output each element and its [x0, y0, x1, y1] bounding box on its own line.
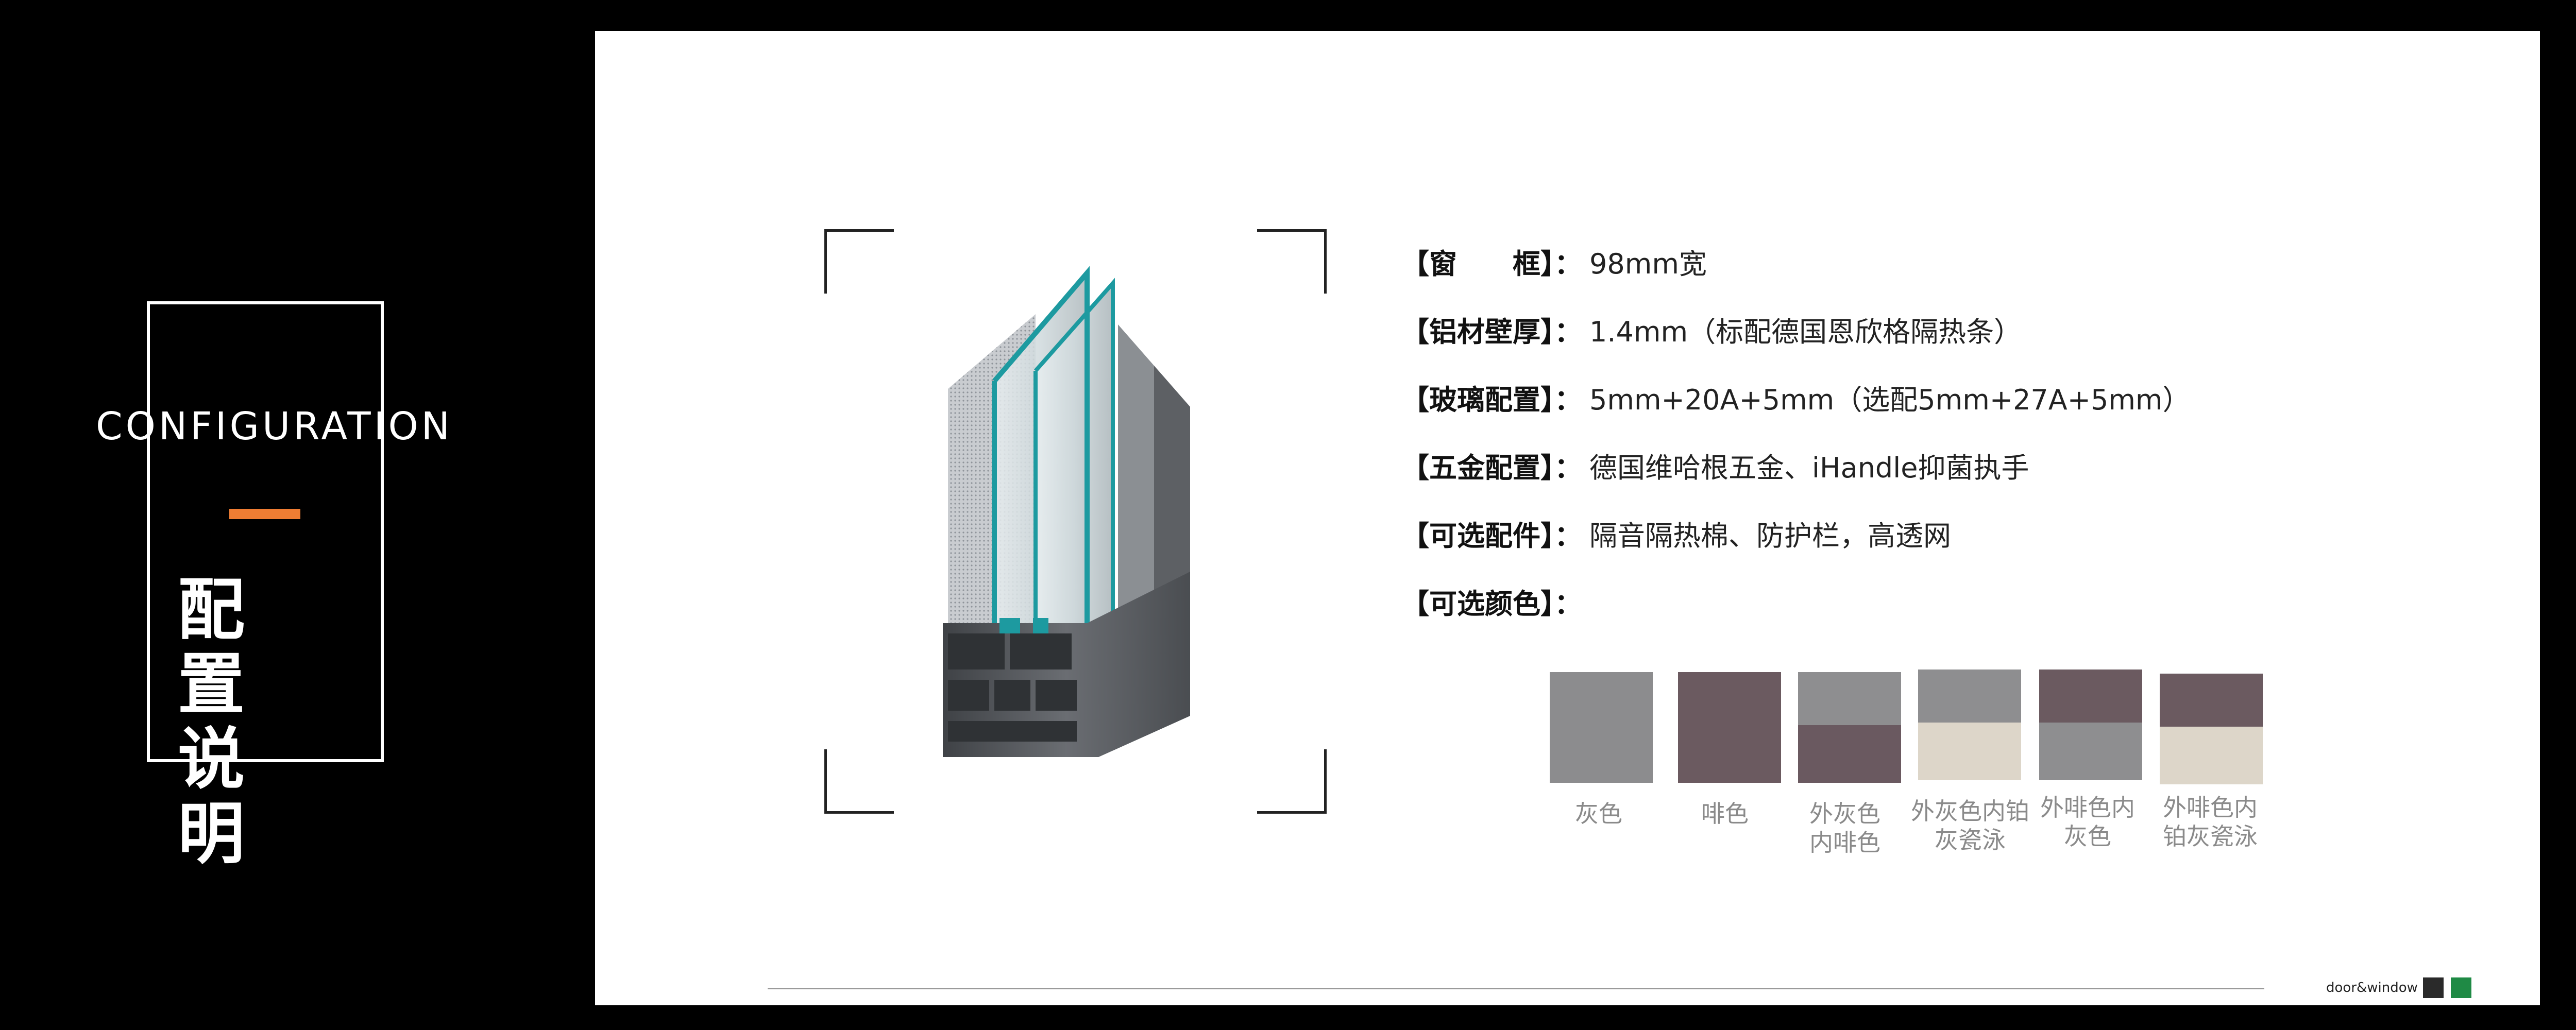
frame-corner-top-right [1257, 229, 1327, 294]
footer-divider [768, 988, 2264, 989]
spec-label: 【铝材壁厚】： [1401, 316, 1582, 348]
color-swatch-brown-platinum [2160, 674, 2263, 784]
glass-pane-inner [1036, 283, 1113, 644]
footer-square-green [2451, 977, 2471, 998]
english-title: CONFIGURATION [95, 404, 453, 449]
accent-bar [229, 509, 300, 519]
color-swatch-gray-platinum [1918, 670, 2021, 780]
chinese-title: 配 置 说 明 [178, 573, 353, 871]
swatch-bottom [2039, 723, 2142, 780]
spec-row-accessories: 【可选配件】： 隔音隔热棉、防护栏，高透网 [1401, 513, 2277, 581]
spec-value: 98mm宽 [1589, 248, 1707, 280]
spec-value: 德国维哈根五金、iHandle抑菌执手 [1589, 452, 2029, 484]
color-label-brown-platinum: 外啡色内 铂灰瓷泳 [2163, 794, 2258, 850]
spec-label: 【可选配件】： [1401, 520, 1582, 552]
swatch-top [2160, 674, 2263, 727]
frame-corner-bottom-left [824, 749, 894, 814]
spec-label: 【玻璃配置】： [1401, 384, 1582, 416]
swatch-bottom [2160, 727, 2263, 784]
swatch-top [1918, 670, 2021, 723]
swatch-top [2039, 670, 2142, 723]
spec-list: 【窗 框】： 98mm宽 【铝材壁厚】： 1.4mm（标配德国恩欣格隔热条） 【… [1401, 241, 2277, 649]
color-label-gray-platinum: 外灰色内铂 灰瓷泳 [1911, 797, 2029, 854]
spec-value: 5mm+20A+5mm（选配5mm+27A+5mm） [1589, 384, 2191, 416]
swatch-bottom [1918, 723, 2021, 780]
spec-label: 【窗 框】： [1401, 248, 1582, 280]
color-label-gray: 灰色 [1575, 800, 1622, 828]
color-label-brown: 啡色 [1701, 800, 1749, 828]
spec-value: 隔音隔热棉、防护栏，高透网 [1589, 520, 1951, 552]
footer-brand: door&window [2326, 980, 2418, 995]
chinese-title-line-1: 配 置 [178, 571, 276, 724]
title-frame [147, 301, 384, 762]
spec-row-colors: 【可选颜色】： [1401, 581, 2277, 649]
window-profile-image [943, 266, 1190, 757]
spec-row-frame: 【窗 框】： 98mm宽 [1401, 241, 2277, 309]
color-swatch-brown-gray [2039, 670, 2142, 780]
swatch-top [1550, 672, 1653, 783]
glass-edge-outer [992, 266, 1090, 654]
glass-edge-inner [1034, 278, 1115, 644]
frame-corner-bottom-right [1257, 749, 1327, 814]
swatch-top [1798, 672, 1901, 726]
frame-corner-top-left [824, 229, 894, 294]
swatch-top [1678, 672, 1781, 783]
spec-label: 【可选颜色】： [1401, 588, 1582, 620]
swatch-bottom [1798, 725, 1901, 783]
chinese-title-line-2: 说 明 [178, 720, 276, 873]
spec-row-hardware: 【五金配置】： 德国维哈根五金、iHandle抑菌执手 [1401, 445, 2277, 513]
color-label-gray-brown: 外灰色 内啡色 [1809, 800, 1880, 856]
spec-row-glass: 【玻璃配置】： 5mm+20A+5mm（选配5mm+27A+5mm） [1401, 377, 2277, 445]
spec-row-thickness: 【铝材壁厚】： 1.4mm（标配德国恩欣格隔热条） [1401, 309, 2277, 377]
color-swatch-gray-brown [1798, 672, 1901, 783]
color-label-brown-gray: 外啡色内 灰色 [2040, 794, 2135, 850]
spec-value: 1.4mm（标配德国恩欣格隔热条） [1589, 316, 2022, 348]
color-swatch-brown [1678, 672, 1781, 783]
footer-square-dark [2423, 977, 2444, 998]
spec-label: 【五金配置】： [1401, 452, 1582, 484]
content-panel [595, 31, 2540, 1005]
color-swatch-gray [1550, 672, 1653, 783]
